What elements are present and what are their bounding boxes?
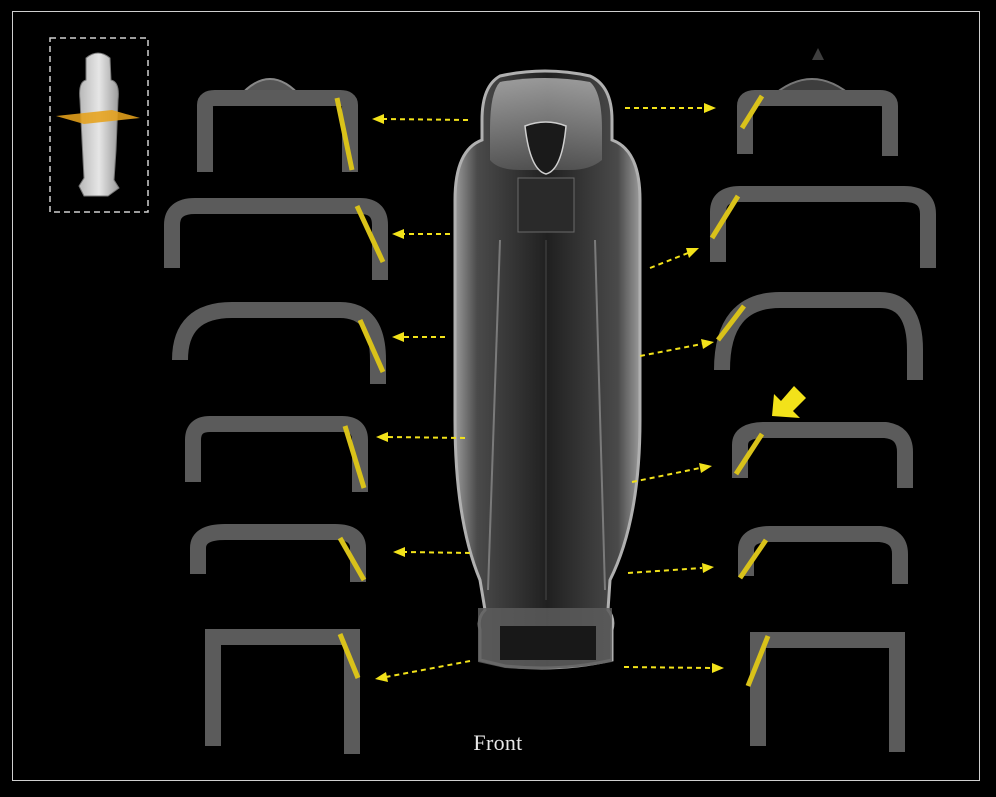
section-left-5 [198, 532, 364, 582]
section-ring [198, 532, 358, 582]
section-ring [718, 194, 928, 268]
section-right-5 [740, 534, 900, 584]
arrowhead-right-4 [699, 463, 712, 473]
central-coffin-xray [455, 71, 640, 669]
coffin-collar [518, 178, 574, 232]
section-ring [740, 430, 905, 488]
section-left-3 [180, 310, 383, 384]
section-ring [172, 206, 380, 280]
arrow-left-4 [388, 437, 465, 438]
section-ring [745, 98, 890, 156]
arrowhead-right-1 [704, 103, 716, 113]
yellow-pointer-arrow-icon [772, 386, 806, 418]
arrow-right-3 [640, 344, 702, 356]
arrowhead-right-6 [712, 663, 724, 673]
arrowhead-left-5 [393, 547, 405, 557]
inset-section-plane [56, 110, 140, 124]
section-right-2 [712, 194, 928, 268]
arrowhead-right-3 [701, 339, 714, 349]
section-left-2 [172, 206, 383, 280]
inset-coffin-figure [79, 53, 119, 196]
coffin-thumbnail-icon [50, 38, 148, 212]
view-caption: Front [0, 730, 996, 756]
arrow-left-1 [384, 119, 468, 120]
arrowhead-left-1 [372, 114, 384, 124]
arrow-left-6 [386, 661, 470, 677]
section-right-3 [718, 300, 915, 380]
section-ring [180, 310, 378, 384]
section-right-4 [736, 430, 905, 488]
section-left-1 [205, 79, 352, 172]
arrow-right-2 [650, 253, 688, 268]
section-ring [746, 534, 900, 584]
arrow-right-6 [624, 667, 712, 668]
section-ring [205, 98, 350, 172]
arrowhead-right-2 [686, 248, 699, 258]
section-right-1 [742, 48, 890, 156]
right-cross-sections [712, 48, 928, 752]
arrow-left-5 [405, 552, 470, 553]
arrowhead-right-5 [702, 563, 714, 573]
arrow-right-5 [628, 568, 702, 573]
arrowhead-left-2 [392, 229, 404, 239]
headdress-crest [812, 48, 824, 60]
left-cross-sections [172, 79, 383, 754]
arrowhead-left-6 [375, 672, 388, 682]
arrow-right-4 [632, 468, 700, 482]
section-ring [193, 424, 360, 492]
arrowhead-left-4 [376, 432, 388, 442]
section-ring [722, 300, 915, 380]
section-left-4 [193, 424, 364, 492]
arrowhead-left-3 [392, 332, 404, 342]
coffin-foot-cavity [500, 626, 596, 660]
